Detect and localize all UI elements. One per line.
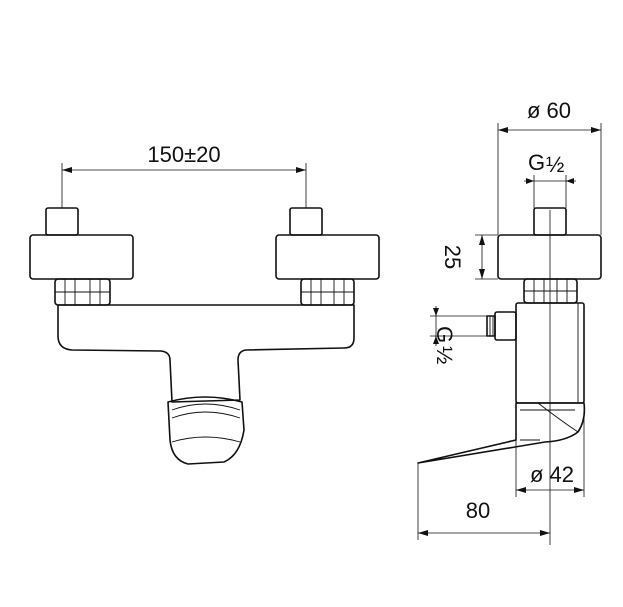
- left-inlet-stub: [45, 207, 79, 236]
- thread-top-fraction: ½: [546, 152, 564, 177]
- thread-side-g: G: [432, 326, 457, 343]
- spout-arc-lower: [171, 411, 241, 419]
- thread-side-dimension: G ½: [430, 306, 487, 364]
- side-inlet: [486, 311, 517, 341]
- spout-diameter-dimension: ø 42: [515, 403, 585, 497]
- projection-dimension: 80: [417, 463, 550, 540]
- side-lever: [417, 402, 586, 464]
- inlet-spacing-dimension: 150±20: [61, 142, 307, 208]
- left-cap: [29, 234, 134, 280]
- inlet-spacing-label: 150±20: [147, 142, 220, 167]
- projection-label: 80: [466, 498, 490, 523]
- mixer-body: [57, 304, 355, 403]
- thread-top-dimension: G ½: [524, 150, 576, 208]
- side-hex-nut: [523, 278, 578, 304]
- right-inlet-stub: [289, 207, 323, 236]
- thread-top-g: G: [528, 150, 545, 175]
- cap-height-dimension: 25: [440, 234, 498, 280]
- body-diameter-dimension: ø 60: [497, 98, 602, 235]
- cap-height-label: 25: [440, 245, 465, 269]
- side-view: [417, 207, 602, 464]
- right-hex-nut: [300, 278, 355, 306]
- right-cap: [275, 234, 380, 280]
- spout-shell: [167, 396, 245, 465]
- spout-diameter-label: ø 42: [530, 462, 574, 487]
- spout-arc-outlet: [171, 436, 241, 443]
- side-cap: [497, 234, 602, 280]
- front-view: [29, 207, 380, 465]
- body-diameter-label: ø 60: [527, 98, 571, 123]
- thread-side-fraction: ½: [432, 346, 457, 364]
- spout-arc-upper: [171, 403, 241, 411]
- left-hex-nut: [54, 278, 111, 306]
